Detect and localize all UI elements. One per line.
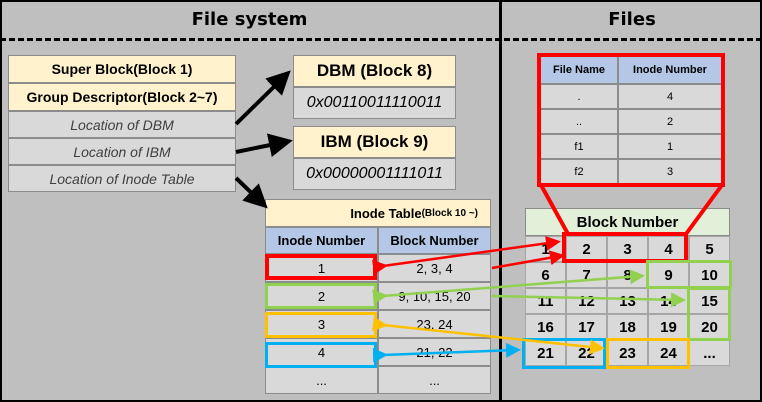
ibm-pointer-arrow [235,133,293,157]
file-system-title: File system [191,8,308,30]
block-cell: 19 [648,314,689,340]
inode-3-link-arrow [372,316,605,355]
group-descriptor-row: Group Descriptor(Block 2~7) [8,83,236,111]
inode-2-link-arrow [372,269,645,305]
inode-1-block-link-arrow [491,250,565,270]
block-cell: 4 [648,236,689,262]
zoom-line-right [684,183,724,236]
dbm-pointer-arrow [234,70,291,126]
dbm-title: DBM (Block 8) [293,55,456,87]
inode-2-block-link-arrow [491,292,686,308]
zoom-line-left [539,184,570,235]
block-cell: 24 [648,340,689,366]
ibm-location-row: Location of IBM [8,138,236,165]
dir-row-3-inode: 1 [618,134,722,159]
block-cell: 18 [607,314,648,340]
inode-4-link-arrow [372,342,521,363]
blocks-2-4-highlight [562,232,688,263]
inode-table-title: Inode Table(Block 10 ~) [265,199,491,227]
super-block-row: Super Block(Block 1) [8,55,236,83]
block-cell: 3 [607,236,648,262]
header-dashed-line [0,38,762,41]
ibm-title: IBM (Block 9) [293,126,456,158]
inode-row-2-number: 2 [265,282,378,310]
inode-table-location-row: Location of Inode Table [8,165,236,192]
dir-inode-header: Inode Number [618,56,722,84]
dir-row-1-name: . [540,84,618,109]
inode-number-header: Inode Number [265,227,378,254]
directory-highlight-box [537,53,725,187]
inode-table-title-text: Inode Table [350,205,422,221]
block-cell: 2 [566,236,607,262]
ibm-value: 0x00000001111011 [293,158,456,190]
dbm-value: 0x00110011110011 [293,87,456,119]
inode-table-pointer-arrow [234,176,268,209]
block-grid-title: Block Number [525,208,730,236]
inode-table-title-suffix: (Block 10 ~) [421,207,478,219]
dir-row-4-name: f2 [540,159,618,184]
inode-row-5-blocks: ... [378,366,491,394]
block-cell: 10 [689,262,730,288]
inode-1-link-arrow [372,235,561,275]
blocks-23-24-highlight [606,338,690,369]
block-cell: 5 [689,236,730,262]
dir-row-2-name: .. [540,109,618,134]
panel-divider [499,0,502,402]
dbm-location-row: Location of DBM [8,111,236,138]
blocks-15-20-highlight [687,287,731,341]
dir-row-2-inode: 2 [618,109,722,134]
block-cell: ... [689,340,730,366]
files-title: Files [608,8,656,30]
dir-row-1-inode: 4 [618,84,722,109]
